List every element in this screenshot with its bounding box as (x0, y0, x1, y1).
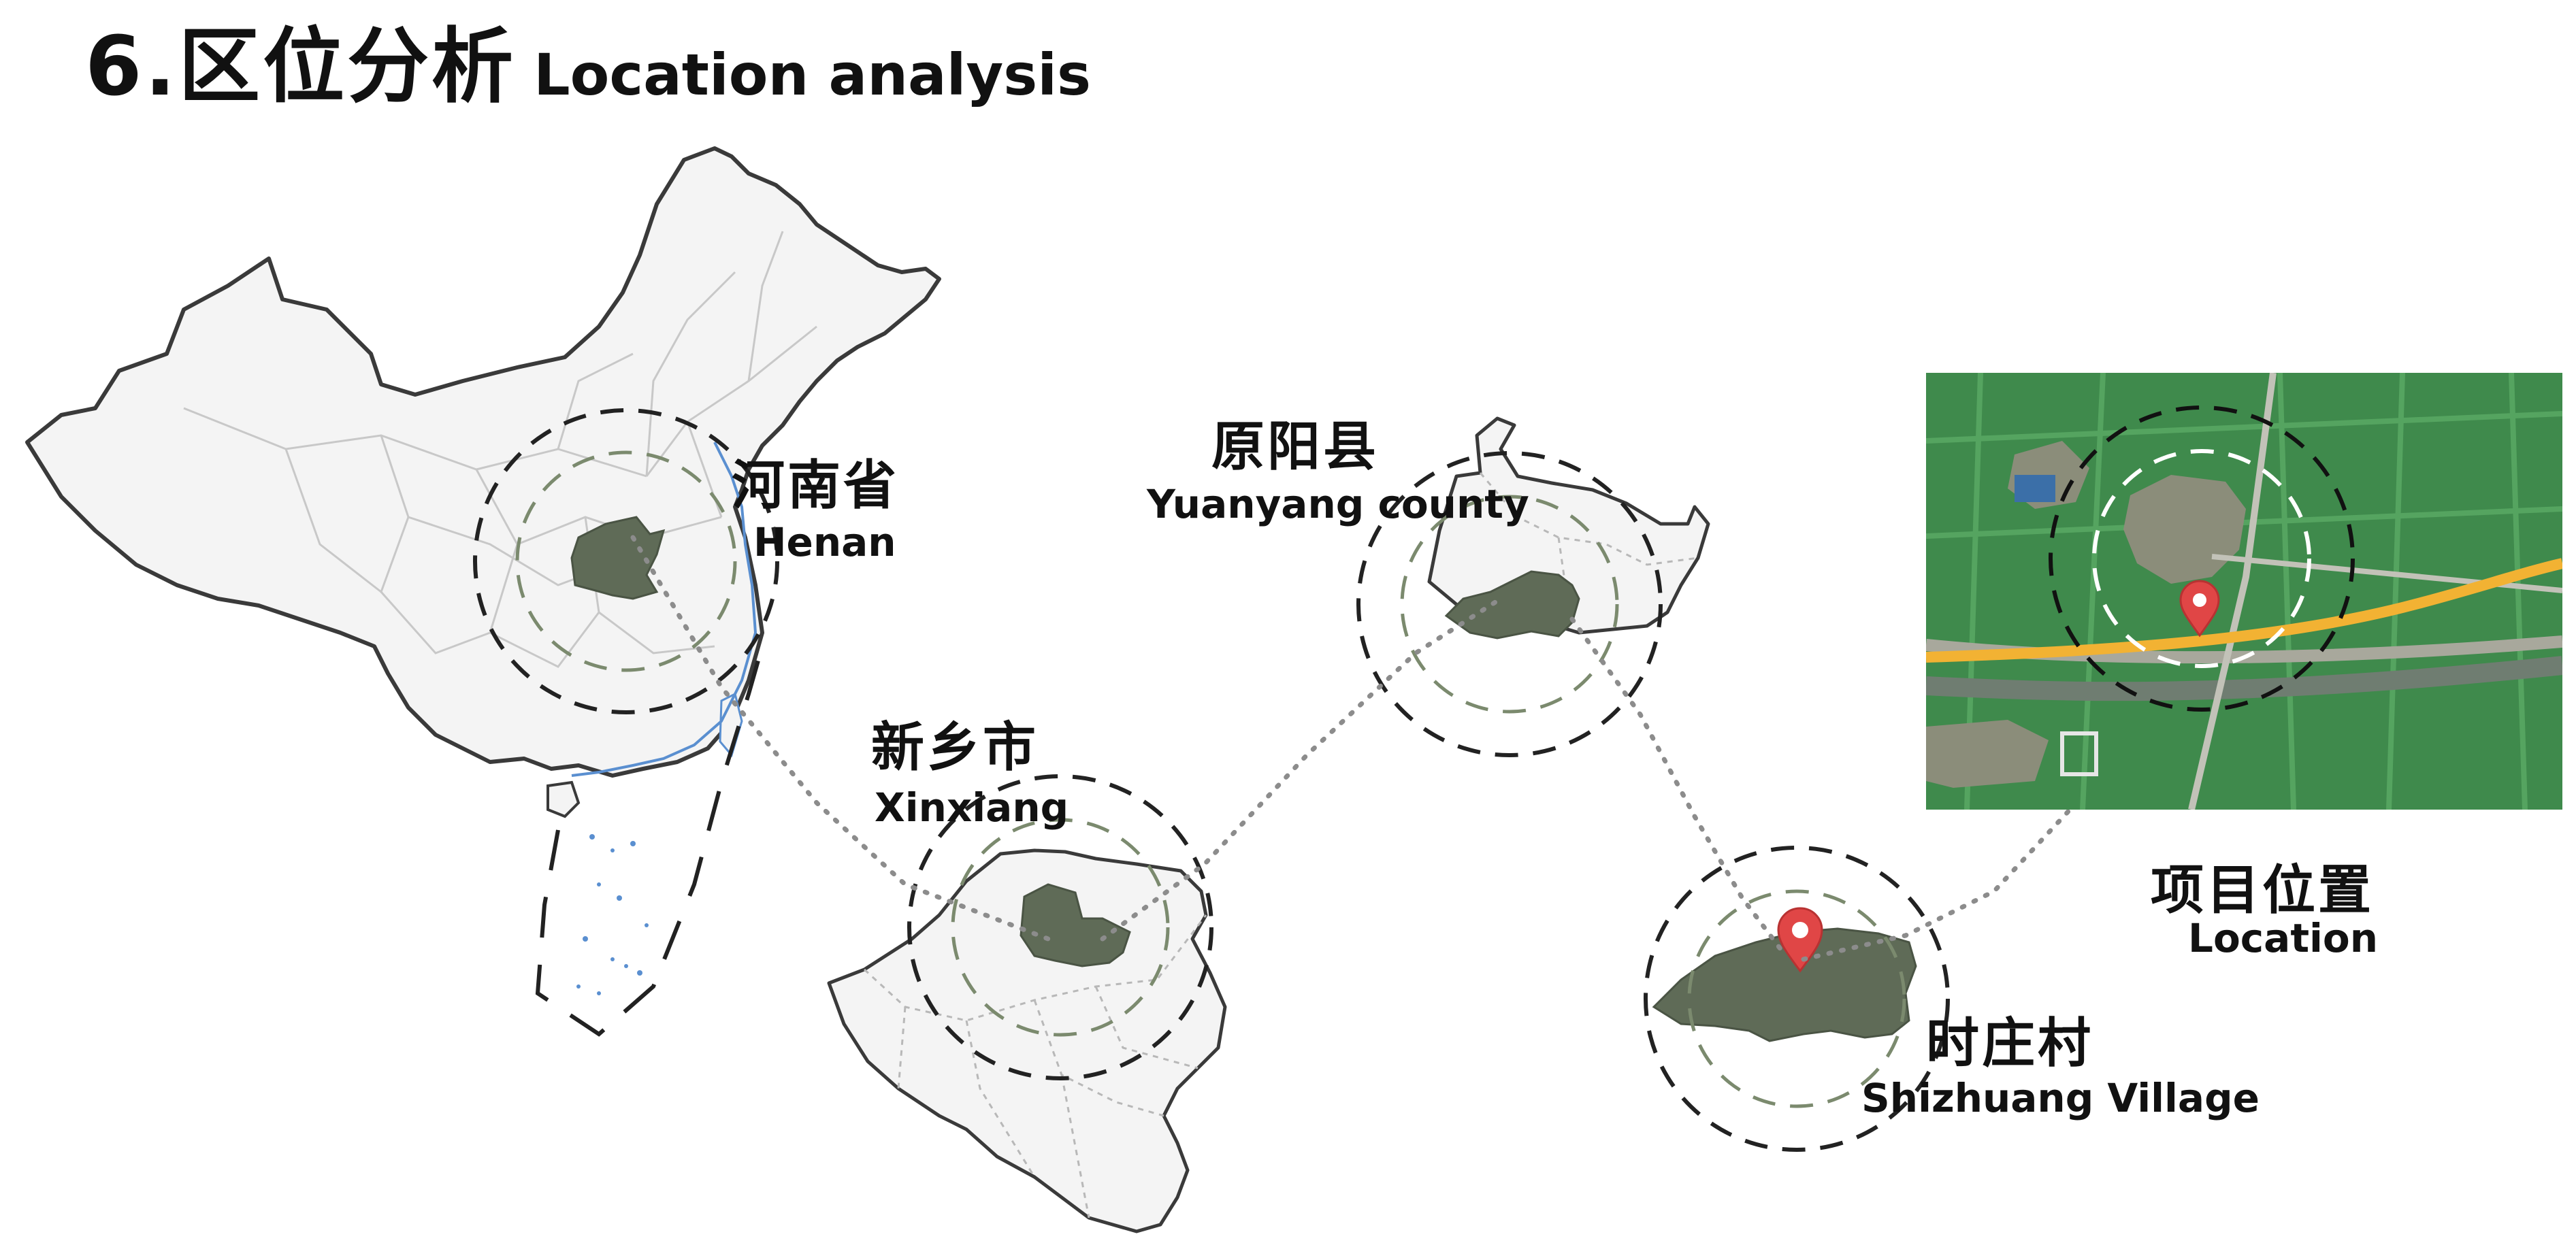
xinxiang-inner-ring (951, 818, 1170, 1037)
hainan-island (547, 780, 581, 818)
shizhuang-label-zh: 时庄村 (1926, 1013, 2094, 1074)
yuanyang-label-en: Yuanyang county (1147, 481, 1529, 527)
project-label-en: Location (2188, 915, 2379, 961)
satellite-pin-icon (2179, 580, 2220, 637)
china-map (25, 146, 941, 1037)
village-square (2060, 731, 2098, 776)
henan-region (570, 516, 666, 600)
xinxiang-label-zh: 新乡市 (871, 717, 1039, 778)
xinxiang-region (1020, 883, 1131, 967)
shizhuang-outer-ring (1644, 846, 1950, 1152)
village-area-south (1926, 720, 2049, 788)
connector-yuanyang-shizhuang (1569, 616, 1786, 955)
henan-outer-ring (473, 408, 779, 714)
road-grey-east (2211, 554, 2562, 593)
henan-inner-ring (515, 450, 737, 672)
yuanyang-map (1356, 416, 1710, 757)
satellite-view (1926, 373, 2562, 810)
shizhuang-region (1652, 927, 1917, 1042)
highway-yellow (1926, 558, 2562, 663)
connector-henan-xinxiang (630, 535, 1051, 942)
satellite-image (1926, 373, 2562, 810)
connector-shizhuang-project (1801, 793, 2085, 962)
yuanyang-towns (1479, 472, 1699, 586)
shizhuang-map (1644, 846, 1950, 1152)
china-outline (25, 146, 941, 778)
shizhuang-label-en: Shizhuang Village (1861, 1075, 2260, 1121)
yuanyang-label-zh: 原阳县 (1211, 416, 1380, 478)
connector-lines (630, 535, 2085, 962)
yuanyang-outline (1427, 416, 1710, 635)
connector-xinxiang-yuanyang (1100, 596, 1503, 942)
satellite-inner-ring (2092, 449, 2311, 668)
satellite-outer-ring (2049, 405, 2355, 712)
shizhuang-inner-ring (1687, 889, 1906, 1108)
xinxiang-label-en: Xinxiang (875, 784, 1069, 831)
henan-label-en: Henan (753, 519, 896, 565)
yuanyang-outer-ring (1356, 451, 1663, 757)
building-block (2015, 475, 2055, 502)
project-label-zh: 项目位置 (2151, 860, 2375, 921)
province-borders (183, 231, 817, 668)
yuanyang-region (1444, 570, 1580, 640)
xinxiang-map (827, 774, 1227, 1233)
yuanyang-inner-ring (1400, 495, 1619, 714)
south-sea-islands (576, 834, 649, 995)
page-title: 6.区位分析 Location analysis (85, 0, 1092, 114)
xinxiang-districts (863, 914, 1207, 1218)
title-en: Location analysis (534, 42, 1092, 108)
road-grey-vertical (2188, 373, 2277, 810)
map-pin-icon (1777, 907, 1823, 973)
nine-dash-line (535, 646, 764, 1037)
coastline (571, 442, 757, 777)
henan-label-zh: 河南省 (732, 455, 900, 516)
xinxiang-outer-ring (907, 774, 1213, 1080)
title-zh: 6.区位分析 (85, 20, 517, 114)
river-band (1926, 656, 2562, 701)
